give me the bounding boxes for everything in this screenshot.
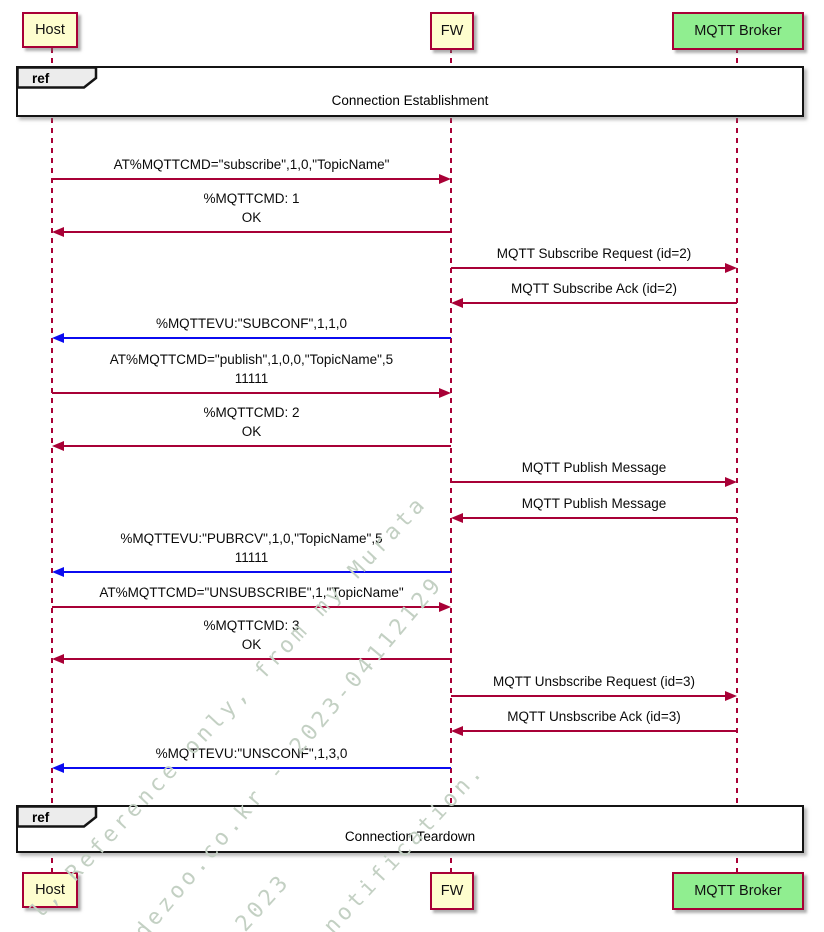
message-arrowhead	[725, 263, 737, 273]
participant-label: Host	[35, 882, 65, 898]
message-label: %MQTTEVU:"UNSCONF",1,3,0	[52, 744, 451, 763]
message-label-line: AT%MQTTCMD="publish",1,0,0,"TopicName",5	[109, 352, 394, 367]
message-arrowhead	[451, 513, 463, 523]
message-label: MQTT Unsbscribe Request (id=3)	[451, 672, 737, 691]
ref-fragment-connection-teardown: ref Connection Teardown	[15, 804, 804, 853]
message-arrow-line	[52, 178, 441, 180]
message-label-line: MQTT Publish Message	[521, 496, 667, 511]
message-label-line: %MQTTCMD: 1	[203, 191, 300, 206]
participant-broker-top: MQTT Broker	[672, 12, 804, 50]
lifeline-broker	[736, 48, 738, 872]
message-arrow-line	[62, 767, 451, 769]
participant-label: MQTT Broker	[694, 883, 782, 899]
message-arrowhead	[439, 602, 451, 612]
message-arrowhead	[52, 567, 64, 577]
participant-label: FW	[440, 23, 464, 39]
message-label-line: %MQTTEVU:"UNSCONF",1,3,0	[155, 746, 348, 761]
message-arrow-line	[461, 517, 737, 519]
participant-fw-bottom: FW	[430, 872, 474, 910]
message-label-line: %MQTTCMD: 2	[203, 405, 300, 420]
participant-label: Host	[35, 22, 65, 38]
message-label-line: OK	[241, 424, 262, 439]
message-arrow-line	[52, 606, 441, 608]
message-label-line: OK	[241, 637, 262, 652]
message-label: MQTT Publish Message	[451, 458, 737, 477]
participant-host-top: Host	[22, 12, 78, 48]
message-label: AT%MQTTCMD="publish",1,0,0,"TopicName",5…	[52, 350, 451, 388]
message-arrow-line	[62, 445, 451, 447]
message-label: MQTT Subscribe Request (id=2)	[451, 244, 737, 263]
message-arrowhead	[725, 477, 737, 487]
message-arrowhead	[52, 763, 64, 773]
ref-keyword: ref	[32, 71, 50, 86]
message-arrowhead	[52, 654, 64, 664]
message-arrow-line	[451, 481, 727, 483]
message-label-line: %MQTTEVU:"PUBRCV",1,0,"TopicName",5	[120, 531, 383, 546]
message-arrowhead	[439, 388, 451, 398]
message-label: %MQTTCMD: 1 OK	[52, 189, 451, 227]
message-label: %MQTTEVU:"PUBRCV",1,0,"TopicName",5 11111	[52, 529, 451, 567]
message-arrowhead	[52, 333, 64, 343]
message-label-line: MQTT Publish Message	[521, 460, 667, 475]
message-label-line: 11111	[234, 371, 269, 386]
message-arrow-line	[62, 337, 451, 339]
message-label: AT%MQTTCMD="UNSUBSCRIBE",1,"TopicName"	[52, 583, 451, 602]
participant-fw-top: FW	[430, 12, 474, 50]
participant-label: FW	[440, 883, 464, 899]
ref-tab-shape	[15, 804, 97, 828]
participant-host-bottom: Host	[22, 872, 78, 908]
message-label: MQTT Unsbscribe Ack (id=3)	[451, 707, 737, 726]
message-arrow-line	[62, 658, 451, 660]
ref-title-connection-establishment: Connection Establishment	[331, 93, 489, 108]
message-label-line: MQTT Subscribe Request (id=2)	[496, 246, 692, 261]
message-arrow-line	[62, 231, 451, 233]
message-arrowhead	[451, 726, 463, 736]
message-label-line: AT%MQTTCMD="subscribe",1,0,"TopicName"	[113, 157, 390, 172]
watermark-text: 2023	[231, 868, 296, 932]
message-label-line: %MQTTCMD: 3	[203, 618, 300, 633]
participant-broker-bottom: MQTT Broker	[672, 872, 804, 910]
message-arrowhead	[725, 691, 737, 701]
message-label: MQTT Publish Message	[451, 494, 737, 513]
message-arrowhead	[52, 441, 64, 451]
message-arrowhead	[52, 227, 64, 237]
ref-title-connection-teardown: Connection Teardown	[344, 829, 476, 844]
lifeline-fw	[450, 48, 452, 872]
participant-label: MQTT Broker	[694, 23, 782, 39]
message-arrow-line	[451, 267, 727, 269]
message-label: MQTT Subscribe Ack (id=2)	[451, 279, 737, 298]
message-label-line: MQTT Unsbscribe Request (id=3)	[493, 674, 695, 689]
ref-fragment-connection-establishment: ref Connection Establishment	[15, 65, 804, 117]
ref-keyword: ref	[32, 810, 50, 825]
message-label-line: 11111	[234, 550, 269, 565]
message-label: AT%MQTTCMD="subscribe",1,0,"TopicName"	[52, 155, 451, 174]
message-arrow-line	[461, 730, 737, 732]
message-label-line: AT%MQTTCMD="UNSUBSCRIBE",1,"TopicName"	[99, 585, 404, 600]
message-arrow-line	[62, 571, 451, 573]
message-label-line: %MQTTEVU:"SUBCONF",1,1,0	[155, 316, 348, 331]
message-arrow-line	[461, 302, 737, 304]
lifeline-host	[51, 48, 53, 872]
message-label-line: MQTT Unsbscribe Ack (id=3)	[507, 709, 681, 724]
message-label-line: OK	[241, 210, 262, 225]
message-arrowhead	[451, 298, 463, 308]
message-label: %MQTTEVU:"SUBCONF",1,1,0	[52, 314, 451, 333]
message-arrow-line	[451, 695, 727, 697]
message-arrow-line	[52, 392, 441, 394]
ref-tab-shape	[15, 65, 97, 89]
message-label-line: MQTT Subscribe Ack (id=2)	[511, 281, 677, 296]
message-label: %MQTTCMD: 2 OK	[52, 403, 451, 441]
message-label: %MQTTCMD: 3 OK	[52, 616, 451, 654]
message-arrowhead	[439, 174, 451, 184]
